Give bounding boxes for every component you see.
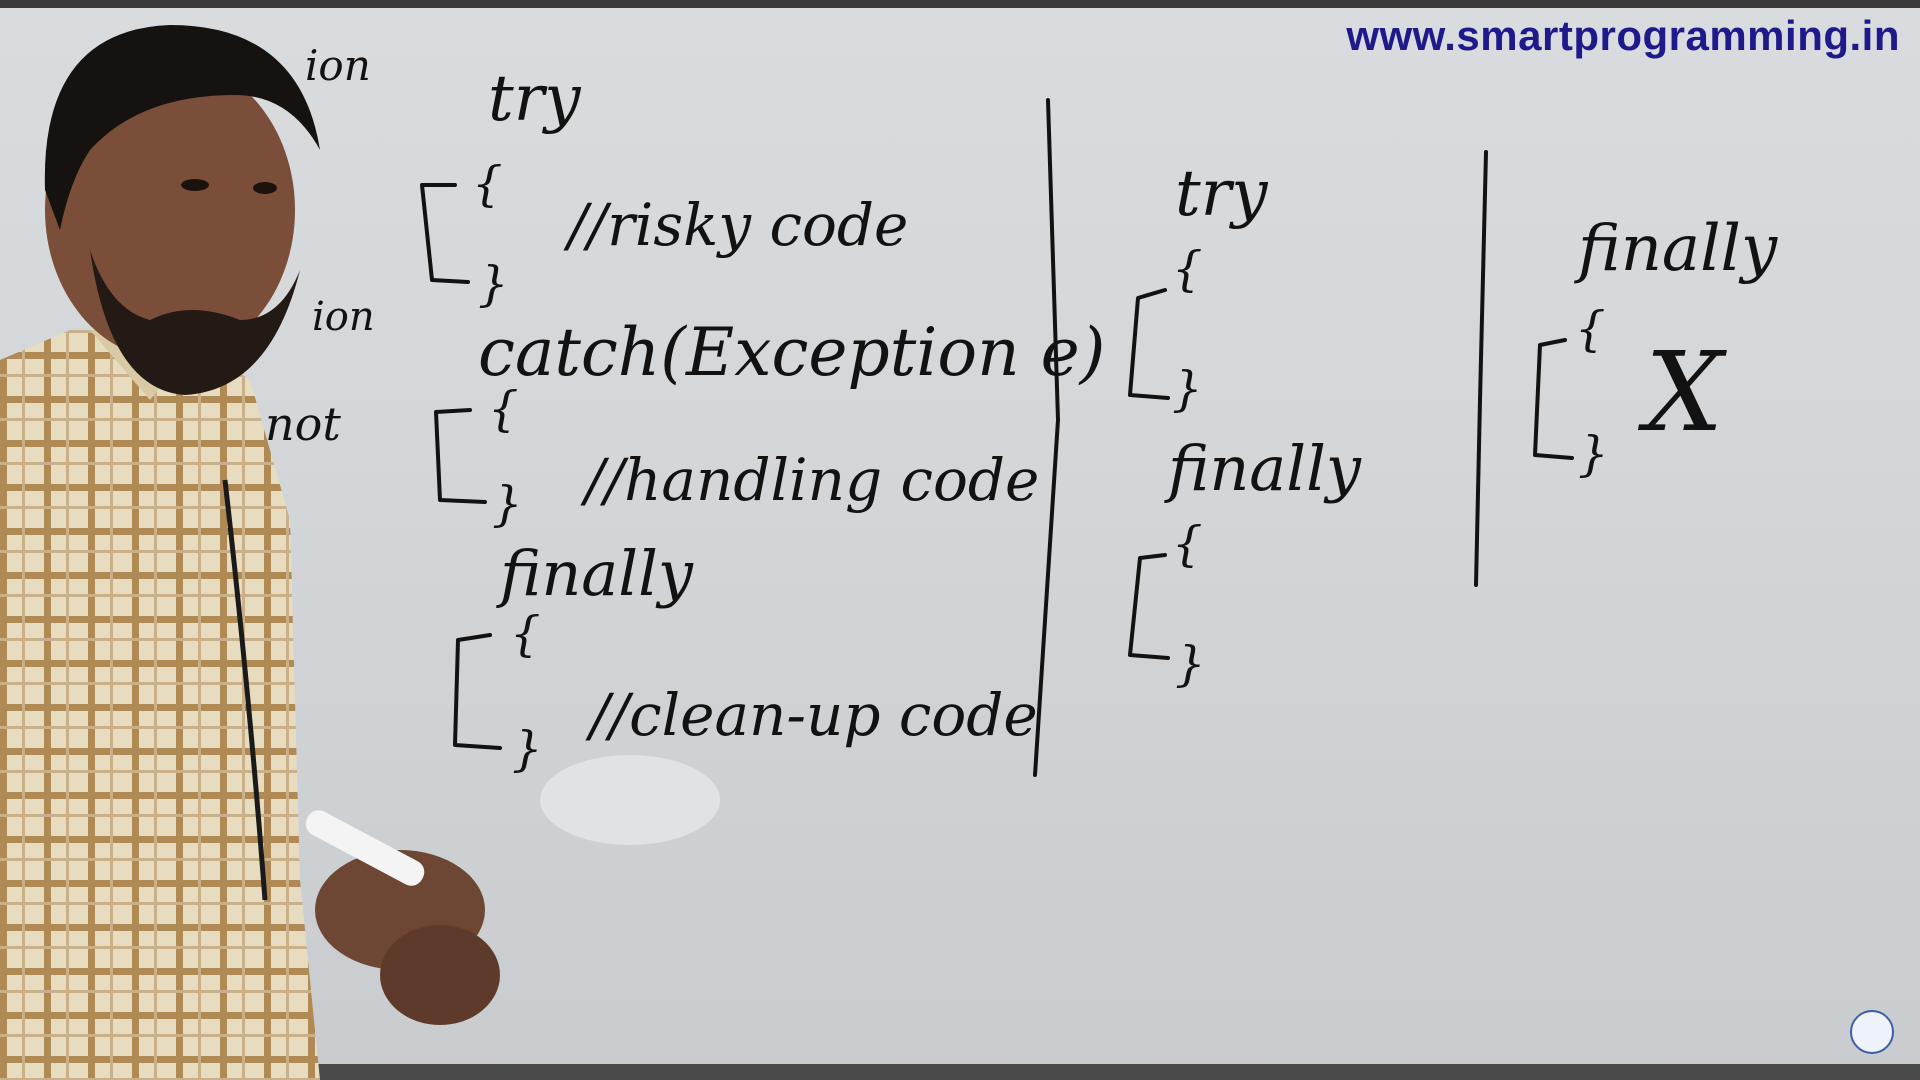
right-finally-keyword: finally bbox=[1574, 212, 1778, 286]
site-watermark: www.smartprogramming.in bbox=[1346, 12, 1900, 59]
left-finally-close-brace: } bbox=[512, 721, 543, 777]
margin-word-1: ion bbox=[305, 41, 371, 90]
marker-pen bbox=[305, 810, 425, 886]
left-finally-open-brace: { bbox=[510, 606, 541, 662]
middle-finally-keyword: finally bbox=[1164, 432, 1362, 505]
presenter bbox=[0, 25, 500, 1080]
middle-try-block-bracket bbox=[1128, 288, 1170, 400]
column-divider-left bbox=[1033, 98, 1060, 777]
right-finally-open-brace: { bbox=[1575, 301, 1606, 357]
board-top-edge bbox=[0, 0, 1920, 8]
middle-finally-block-bracket bbox=[1128, 553, 1170, 660]
left-try-close-brace: } bbox=[478, 256, 509, 312]
right-finally-close-brace: } bbox=[1578, 426, 1609, 482]
left-try-open-brace: { bbox=[472, 156, 503, 212]
left-catch-close-brace: } bbox=[492, 476, 523, 532]
middle-try-close-brace: } bbox=[1172, 361, 1203, 417]
left-try-block-bracket bbox=[420, 183, 470, 284]
column-divider-right bbox=[1474, 150, 1488, 587]
left-try-comment: //risky code bbox=[563, 191, 908, 259]
right-finally-block-bracket bbox=[1533, 338, 1574, 460]
left-try-keyword: try bbox=[488, 62, 581, 136]
presenter-hair bbox=[44, 25, 320, 230]
presenter-eye-left bbox=[181, 179, 209, 191]
left-finally-keyword: finally bbox=[496, 537, 694, 610]
left-catch-open-brace: { bbox=[488, 381, 519, 437]
middle-try-keyword: try bbox=[1175, 157, 1268, 231]
middle-finally-open-brace: { bbox=[1172, 516, 1203, 572]
board-glare bbox=[540, 755, 720, 845]
presenter-beard bbox=[90, 250, 300, 395]
presenter-eye-right bbox=[253, 182, 277, 194]
presenter-face bbox=[45, 60, 295, 360]
left-finally-block-bracket bbox=[453, 633, 502, 750]
middle-try-open-brace: { bbox=[1172, 241, 1203, 297]
margin-word-3: not bbox=[265, 397, 341, 451]
left-catch-block-bracket bbox=[434, 408, 487, 504]
presenter-hand-right bbox=[380, 925, 500, 1025]
presenter-shirt bbox=[0, 330, 320, 1080]
right-invalid-mark: X bbox=[1637, 328, 1727, 456]
margin-word-2: ion bbox=[312, 294, 375, 340]
mic-cable bbox=[222, 479, 268, 901]
channel-logo-icon bbox=[1850, 1010, 1894, 1054]
left-finally-comment: //clean-up code bbox=[585, 681, 1038, 749]
middle-finally-close-brace: } bbox=[1175, 636, 1206, 692]
left-catch-comment: //handling code bbox=[580, 446, 1039, 514]
left-catch-clause: catch(Exception e) bbox=[478, 314, 1105, 391]
board-bottom-edge bbox=[0, 1064, 1920, 1080]
